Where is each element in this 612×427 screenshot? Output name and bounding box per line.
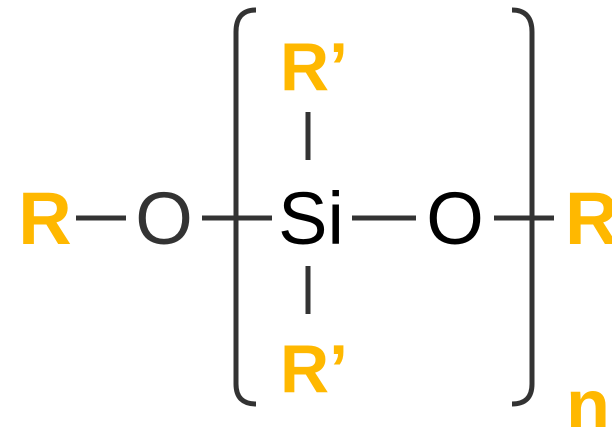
- right-r-group-label: R: [565, 177, 612, 260]
- left-r-group-label: R: [18, 177, 71, 260]
- repeat-count-subscript: n: [566, 366, 610, 427]
- repeat-brackets: [233, 7, 535, 407]
- left-bracket: [233, 7, 257, 407]
- silicon-label: Si: [278, 177, 344, 260]
- top-r-prime-label: R’: [280, 29, 348, 105]
- bottom-r-prime-label: R’: [280, 331, 348, 407]
- right-bracket: [511, 7, 535, 407]
- chain-oxygen-label: O: [426, 177, 484, 260]
- bonds: [76, 112, 554, 314]
- left-oxygen-label: O: [135, 177, 193, 260]
